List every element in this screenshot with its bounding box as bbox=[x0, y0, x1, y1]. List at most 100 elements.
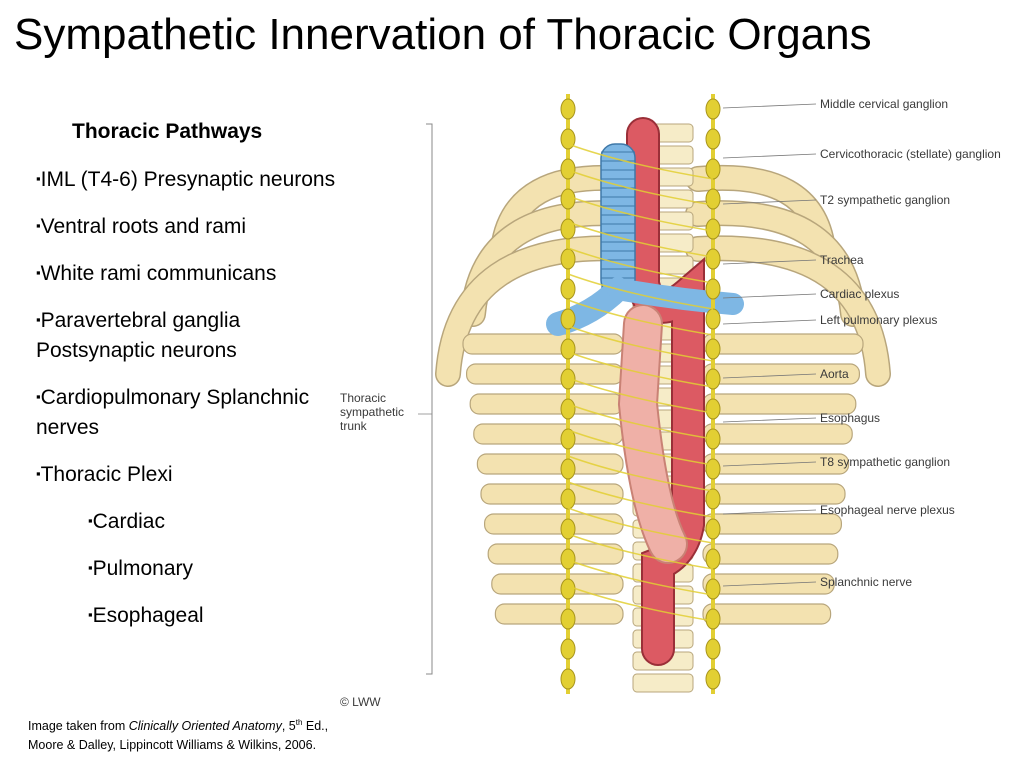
rib bbox=[702, 483, 846, 505]
organs bbox=[546, 117, 744, 666]
ganglion bbox=[705, 188, 721, 210]
bullet-marker: ▪ bbox=[88, 607, 93, 622]
rib bbox=[702, 543, 839, 565]
figure-label: Trachea bbox=[820, 253, 864, 267]
ganglion bbox=[705, 668, 721, 690]
ganglion bbox=[705, 338, 721, 360]
list-item-text: White rami communicans bbox=[40, 262, 277, 285]
ganglion bbox=[560, 518, 576, 540]
ganglion bbox=[705, 218, 721, 240]
ganglion bbox=[705, 158, 721, 180]
ganglion bbox=[705, 278, 721, 300]
caption-prefix: Image taken from bbox=[28, 719, 129, 734]
ganglion bbox=[705, 488, 721, 510]
list-item-text: Cardiac bbox=[92, 510, 165, 533]
label-leader bbox=[722, 509, 817, 515]
ganglion bbox=[560, 368, 576, 390]
list-item-text: Cardiopulmonary Splanchnic nerves bbox=[36, 386, 310, 439]
bullet-marker: ▪ bbox=[88, 560, 93, 575]
ganglion bbox=[705, 98, 721, 120]
rib bbox=[466, 363, 624, 385]
ganglion bbox=[560, 278, 576, 300]
ganglion bbox=[560, 398, 576, 420]
ganglion bbox=[560, 548, 576, 570]
rib bbox=[469, 393, 624, 415]
caption-authors: Moore & Dalley, Lippincott Williams & Wi… bbox=[28, 738, 317, 753]
label-leader bbox=[722, 373, 817, 379]
rib bbox=[476, 453, 624, 475]
figure-label: Splanchnic nerve bbox=[820, 575, 912, 589]
rib bbox=[462, 333, 624, 355]
ganglion bbox=[705, 308, 721, 330]
nerve-plexus-strand bbox=[567, 351, 714, 388]
label-leader bbox=[722, 153, 817, 159]
ganglion bbox=[705, 638, 721, 660]
ganglion bbox=[560, 128, 576, 150]
nerve-plexus-strand bbox=[567, 325, 714, 362]
caption-ed: Ed., bbox=[302, 719, 329, 734]
esophagus bbox=[619, 306, 686, 562]
list-item: ▪Cardiopulmonary Splanchnic nerves bbox=[36, 382, 346, 443]
trunk-bracket bbox=[426, 123, 433, 675]
nerve-plexus-strand bbox=[567, 143, 714, 180]
ganglion bbox=[705, 368, 721, 390]
caption-edition: , 5 bbox=[281, 719, 296, 734]
bullet-marker: ▪ bbox=[36, 171, 41, 186]
list-item: ▪IML (T4-6) Presynaptic neurons bbox=[36, 164, 346, 195]
bullet-marker: ▪ bbox=[36, 265, 41, 280]
nerve-plexus-strand bbox=[567, 559, 714, 596]
ganglion bbox=[705, 548, 721, 570]
nerve-plexus-strand bbox=[567, 195, 714, 232]
ganglion bbox=[560, 668, 576, 690]
bullet-marker: ▪ bbox=[88, 513, 93, 528]
bullet-marker: ▪ bbox=[36, 466, 41, 481]
rib bbox=[491, 573, 624, 595]
list-item: ▪Paravertebral ganglia Postsynaptic neur… bbox=[36, 305, 346, 366]
pathways-list: ▪IML (T4-6) Presynaptic neurons▪Ventral … bbox=[36, 164, 346, 647]
bullet-marker: ▪ bbox=[36, 389, 41, 404]
rib bbox=[484, 513, 624, 535]
figure-label: Esophagus bbox=[820, 411, 880, 425]
label-leader bbox=[722, 417, 817, 423]
ganglion bbox=[560, 638, 576, 660]
right-bronchus bbox=[607, 278, 744, 315]
ganglion bbox=[705, 578, 721, 600]
bullet-marker: ▪ bbox=[36, 218, 41, 233]
bullet-marker: ▪ bbox=[36, 312, 41, 327]
rib bbox=[702, 603, 832, 625]
figure-label: Aorta bbox=[820, 367, 849, 381]
ganglion bbox=[705, 248, 721, 270]
sympathetic-nerves bbox=[560, 94, 721, 694]
figure-label: Cervicothoracic (stellate) ganglion bbox=[820, 147, 1001, 161]
caption-edition-sup: th bbox=[295, 718, 303, 727]
ganglion bbox=[705, 608, 721, 630]
label-leader bbox=[722, 581, 817, 587]
pathways-heading: Thoracic Pathways bbox=[72, 120, 263, 143]
nerve-plexus-strand bbox=[567, 299, 714, 336]
figure-label: Esophageal nerve plexus bbox=[820, 503, 955, 517]
nerve-plexus-strand bbox=[567, 403, 714, 440]
nerve-plexus-strand bbox=[567, 585, 714, 622]
nerve-plexus-strand bbox=[567, 221, 714, 258]
figure-label: Middle cervical ganglion bbox=[820, 97, 948, 111]
label-leader bbox=[722, 319, 817, 325]
ganglion bbox=[560, 578, 576, 600]
list-item-text: IML (T4-6) Presynaptic neurons bbox=[40, 168, 336, 191]
rib bbox=[702, 423, 853, 445]
nerve-plexus-strand bbox=[567, 429, 714, 466]
list-item: ▪White rami communicans bbox=[36, 258, 346, 289]
ganglion bbox=[560, 608, 576, 630]
anatomy-illustration: Middle cervical ganglionCervicothoracic … bbox=[340, 94, 1001, 709]
label-leader bbox=[722, 199, 817, 205]
figure-label: Cardiac plexus bbox=[820, 287, 899, 301]
figure-label: T8 sympathetic ganglion bbox=[820, 455, 950, 469]
nerve-plexus-strand bbox=[567, 377, 714, 414]
nerve-plexus-strand bbox=[567, 481, 714, 518]
nerve-plexus-strand bbox=[567, 273, 714, 310]
trunk-label-line: sympathetic bbox=[340, 405, 404, 419]
list-item-text: Paravertebral ganglia Postsynaptic neuro… bbox=[36, 309, 241, 362]
nerve-plexus-strand bbox=[567, 533, 714, 570]
vertebra bbox=[632, 673, 694, 693]
image-caption: Image taken from Clinically Oriented Ana… bbox=[28, 713, 408, 755]
